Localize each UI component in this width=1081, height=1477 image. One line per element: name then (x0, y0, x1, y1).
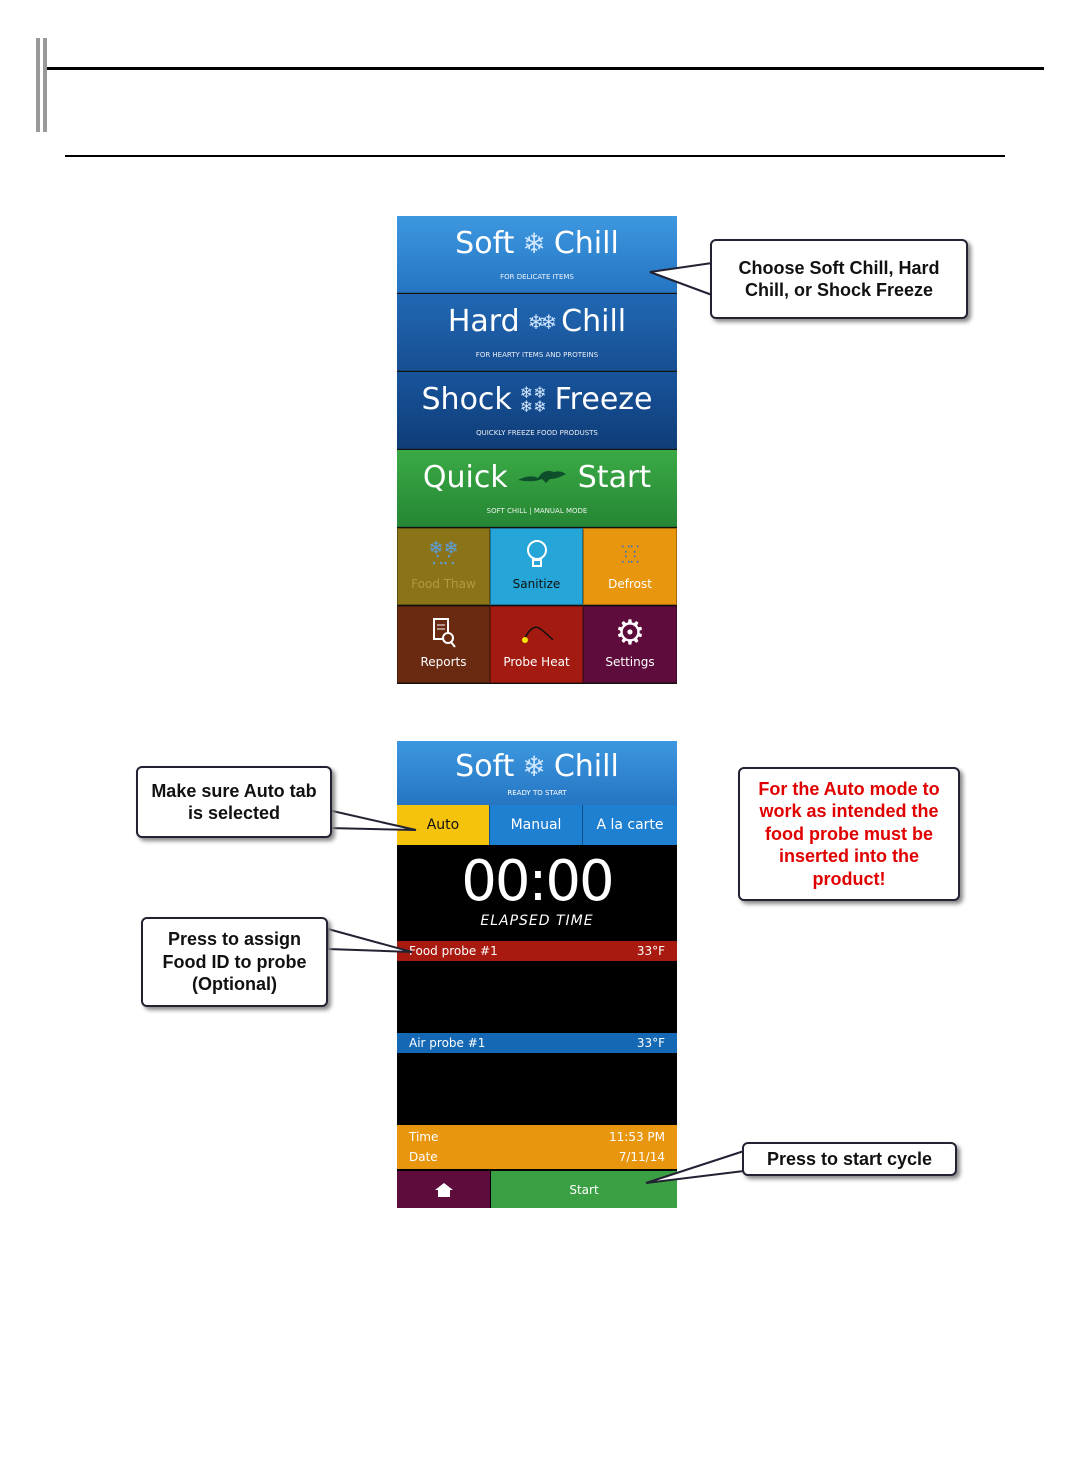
time-label: Time (409, 1130, 439, 1144)
soft-chill-button[interactable]: Soft ❄ Chill FOR DELICATE ITEMS (397, 216, 677, 293)
start-label: Start (569, 1182, 599, 1197)
probe-heat-label: Probe Heat (503, 655, 570, 669)
callout-auto-mode-warning: For the Auto mode to work as intended th… (738, 767, 960, 901)
start-button[interactable]: Start (491, 1171, 677, 1208)
snowflake-icon: ❄ (522, 750, 546, 783)
snowflake-cluster-icon: ❄❄ (527, 309, 557, 334)
food-thaw-button[interactable]: ❄❄∴∴ Food Thaw (397, 528, 490, 605)
defrost-label: Defrost (608, 577, 652, 591)
food-probe-temp: 33°F (636, 944, 665, 958)
callout-assign-food-id: Press to assign Food ID to probe (Option… (141, 917, 328, 1007)
sanitize-button[interactable]: Sanitize (490, 528, 583, 605)
header-accent-bar (43, 38, 47, 132)
soft-chill-word2: Chill (553, 226, 619, 261)
food-thaw-icon: ❄❄∴∴ (428, 538, 459, 571)
home-icon (434, 1182, 453, 1197)
shock-freeze-subtitle: QUICKLY FREEZE FOOD PRODUSTS (476, 429, 598, 437)
home-screen: Soft ❄ Chill FOR DELICATE ITEMS Hard ❄❄ … (397, 216, 677, 684)
shock-freeze-button[interactable]: Shock ❄❄❄❄ Freeze QUICKLY FREEZE FOOD PR… (397, 372, 677, 449)
snowflake-grid-icon: ❄❄❄❄ (519, 382, 547, 416)
date-label: Date (409, 1150, 438, 1164)
callout-pointer (327, 927, 413, 953)
reports-label: Reports (420, 655, 467, 669)
settings-button[interactable]: ⚙ Settings (583, 606, 677, 683)
air-probe-row[interactable]: Air probe #1 33°F (397, 1033, 677, 1053)
cycle-screen: Soft ❄ Chill READY TO START Auto Manual … (397, 741, 677, 1208)
gear-icon: ⚙ (614, 613, 646, 653)
header-rule (47, 67, 1044, 70)
food-probe-row[interactable]: Food probe #1 33°F (397, 941, 677, 961)
soft-chill-subtitle: FOR DELICATE ITEMS (500, 273, 574, 281)
rabbit-icon (516, 460, 570, 495)
quick-start-word1: Quick (422, 460, 508, 495)
air-probe-label: Air probe #1 (409, 1036, 486, 1050)
food-probe-label: Food probe #1 (409, 944, 498, 958)
elapsed-time-label: ELAPSED TIME (480, 913, 594, 929)
callout-choose-mode: Choose Soft Chill, Hard Chill, or Shock … (710, 239, 968, 319)
hard-chill-word2: Chill (561, 304, 627, 339)
quick-start-word2: Start (577, 460, 652, 495)
soft-chill-word1: Soft (455, 226, 515, 261)
cycle-title-word1: Soft (455, 749, 515, 784)
time-value: 11:53 PM (609, 1130, 665, 1144)
shock-freeze-word2: Freeze (554, 382, 653, 417)
callout-start-cycle: Press to start cycle (742, 1142, 957, 1176)
cycle-header: Soft ❄ Chill READY TO START (397, 741, 677, 805)
probe-heat-button[interactable]: Probe Heat (490, 606, 583, 683)
home-button[interactable] (397, 1171, 490, 1208)
hard-chill-word1: Hard (447, 304, 520, 339)
cycle-status: READY TO START (507, 789, 567, 797)
shock-freeze-word1: Shock (421, 382, 512, 417)
reports-button[interactable]: Reports (397, 606, 490, 683)
sanitize-label: Sanitize (512, 577, 561, 591)
time-date-panel: Time 11:53 PM Date 7/11/14 (397, 1125, 677, 1169)
elapsed-timer: 00:00 (461, 849, 614, 914)
hard-chill-subtitle: FOR HEARTY ITEMS AND PROTEINS (475, 351, 599, 359)
tab-manual[interactable]: Manual (490, 805, 583, 845)
settings-label: Settings (605, 655, 655, 669)
lightbulb-icon (526, 540, 547, 567)
callout-pointer (649, 261, 713, 297)
date-value: 7/11/14 (618, 1150, 665, 1164)
section-rule (65, 155, 1005, 157)
header-accent-bar (36, 38, 40, 132)
cycle-title-word2: Chill (553, 749, 619, 784)
defrost-button[interactable]: ∵∵∴∴ Defrost (583, 528, 677, 605)
droplets-icon: ∵∵∴∴ (621, 542, 639, 568)
callout-pointer (327, 808, 417, 831)
probe-icon (521, 626, 554, 643)
tab-a-la-carte[interactable]: A la carte (583, 805, 677, 845)
tab-auto[interactable]: Auto (397, 805, 490, 845)
report-search-icon (432, 618, 456, 648)
food-thaw-label: Food Thaw (411, 577, 476, 591)
air-probe-temp: 33°F (636, 1036, 665, 1050)
callout-pointer (645, 1149, 745, 1184)
hard-chill-button[interactable]: Hard ❄❄ Chill FOR HEARTY ITEMS AND PROTE… (397, 294, 677, 371)
quick-start-button[interactable]: Quick Start SOFT CHILL | MANUAL MODE (397, 450, 677, 527)
quick-start-subtitle: SOFT CHILL | MANUAL MODE (486, 507, 588, 515)
snowflake-icon: ❄ (522, 227, 546, 260)
callout-auto-tab: Make sure Auto tab is selected (136, 766, 332, 838)
